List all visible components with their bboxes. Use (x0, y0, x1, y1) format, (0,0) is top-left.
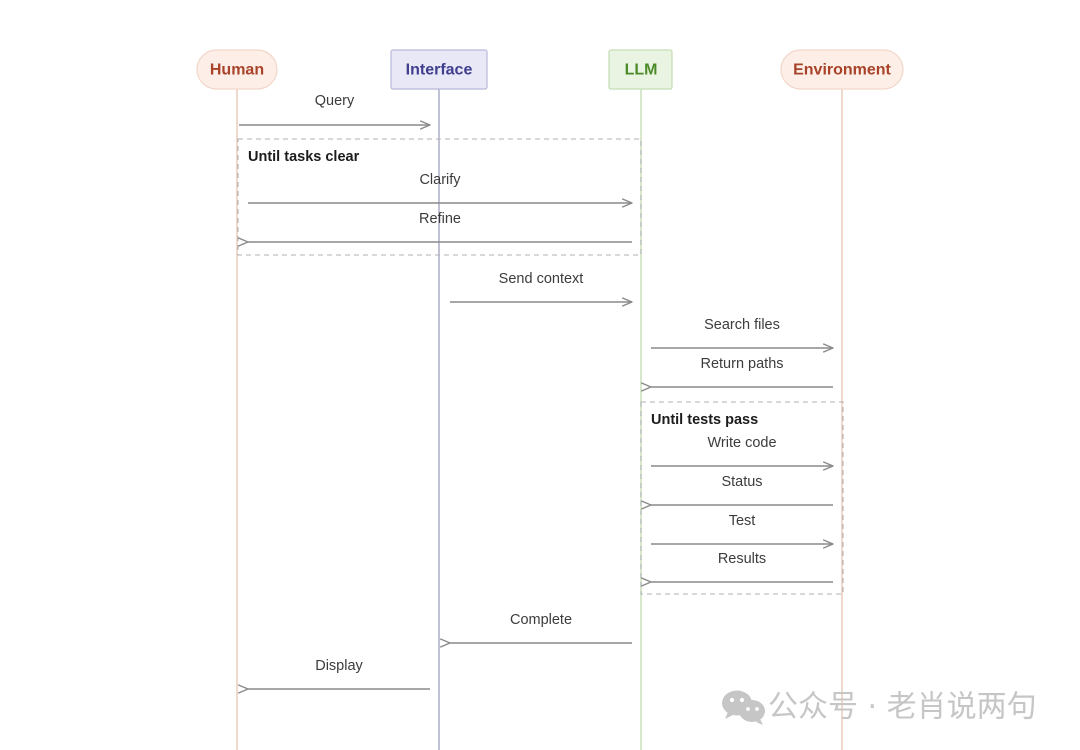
loop-label: Until tests pass (651, 412, 758, 428)
message-label: Refine (419, 211, 461, 227)
loop-border (640, 401, 844, 595)
message-label: Query (315, 93, 355, 109)
participant-interface[interactable]: Interface (390, 49, 488, 90)
participant-box[interactable] (608, 49, 673, 90)
participant-label: Interface (406, 62, 473, 79)
message-display: Display (248, 658, 430, 689)
message-label: Write code (707, 435, 776, 451)
participant-label: Human (210, 62, 264, 79)
loop-border (237, 138, 642, 256)
message-label: Search files (704, 317, 780, 333)
loop-label: Until tasks clear (248, 149, 360, 165)
message-label: Test (729, 513, 756, 529)
participant-label: Environment (793, 62, 891, 79)
message-results: Results (651, 551, 833, 582)
message-label: Send context (499, 271, 584, 287)
message-refine: Refine (248, 211, 632, 242)
message-label: Display (315, 658, 363, 674)
message-label: Return paths (700, 356, 783, 372)
loop-frame-until-tasks-clear: Until tasks clear (237, 138, 642, 256)
message-search-files: Search files (651, 317, 833, 348)
participants-layer: Human Interface LLM Environment (196, 49, 904, 90)
watermark: 公众号 · 老肖说两句 (722, 690, 1037, 725)
participant-box[interactable] (196, 49, 278, 90)
participant-environment[interactable]: Environment (780, 49, 904, 90)
message-label: Clarify (419, 172, 461, 188)
message-test: Test (651, 513, 833, 544)
participant-box[interactable] (390, 49, 488, 90)
message-status: Status (651, 474, 833, 505)
watermark-label: 公众号 · 老肖说两句 (768, 690, 1037, 725)
participant-human[interactable]: Human (196, 49, 278, 90)
loop-frame-until-tests-pass: Until tests pass (640, 401, 844, 595)
message-return-paths: Return paths (651, 356, 833, 387)
message-label: Complete (510, 612, 572, 628)
message-label: Results (718, 551, 766, 567)
participant-box[interactable] (780, 49, 904, 90)
participant-llm[interactable]: LLM (608, 49, 673, 90)
message-complete: Complete (450, 612, 632, 643)
message-send-context: Send context (450, 271, 632, 302)
wechat-icon (722, 690, 765, 725)
message-clarify: Clarify (248, 172, 632, 203)
message-write-code: Write code (651, 435, 833, 466)
participant-label: LLM (625, 62, 658, 79)
message-query: Query (239, 93, 430, 125)
message-label: Status (721, 474, 762, 490)
